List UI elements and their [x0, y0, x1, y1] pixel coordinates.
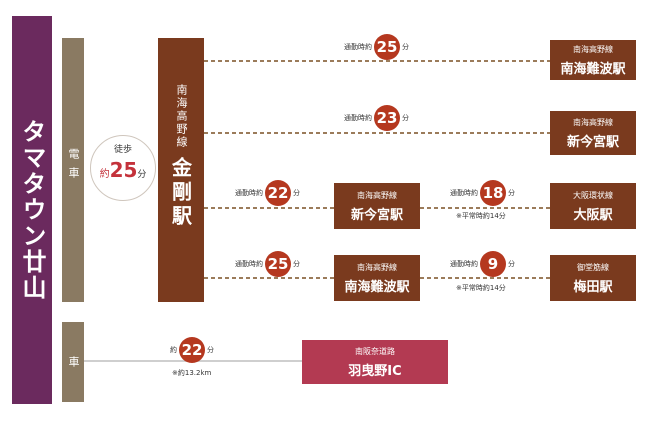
route-line-3a: [204, 207, 334, 209]
ic-box-habikino: 南阪奈道路 羽曳野IC: [302, 340, 448, 384]
time-circle: 25: [265, 251, 291, 277]
time-prefix: 通勤時約: [235, 260, 263, 268]
station-line: 南海高野線: [573, 44, 613, 54]
station-line: 御堂筋線: [577, 262, 609, 272]
route-time-4a: 通勤時約 25 分: [235, 251, 300, 277]
time-prefix: 通勤時約: [344, 43, 372, 51]
station-box-umeda: 御堂筋線 梅田駅: [550, 255, 636, 301]
time-unit: 分: [293, 189, 300, 197]
route-time-4b: 通勤時約 9 分: [450, 251, 515, 277]
time-unit: 分: [207, 346, 214, 354]
time-circle: 22: [179, 337, 205, 363]
station-box-shinimamiya-mid: 南海高野線 新今宮駅: [334, 183, 420, 229]
walk-unit: 分: [137, 170, 147, 180]
walk-prefix: 約: [99, 169, 110, 180]
time-prefix: 約: [170, 346, 177, 354]
time-circle: 18: [480, 180, 506, 206]
route-note-3: ※平常時約14分: [456, 212, 506, 220]
origin-station-block: タマタウン廿山: [12, 16, 52, 404]
route-time-1: 通勤時約 25 分: [344, 34, 409, 60]
time-unit: 分: [402, 43, 409, 51]
hub-station-name: 金剛駅: [168, 157, 193, 229]
time-prefix: 通勤時約: [450, 260, 478, 268]
station-line: 南海高野線: [357, 262, 397, 272]
station-name: 新今宮駅: [566, 134, 619, 150]
station-line: 大阪環状線: [573, 190, 613, 200]
road-name: 南阪奈道路: [355, 346, 395, 356]
station-box-namba-mid: 南海高野線 南海難波駅: [334, 255, 420, 301]
route-line-4b: [420, 277, 550, 279]
time-circle: 23: [374, 105, 400, 131]
time-unit: 分: [508, 260, 515, 268]
station-name: 梅田駅: [573, 279, 613, 295]
hub-line-name: 南海高野線: [175, 84, 188, 149]
station-line: 南海高野線: [573, 117, 613, 127]
station-name: 大阪駅: [573, 207, 613, 223]
train-mode-label: 電車: [67, 148, 80, 186]
car-distance-note: ※約13.2km: [172, 369, 212, 377]
route-line-4a: [204, 277, 334, 279]
station-name: 南海難波駅: [344, 279, 410, 295]
route-time-2: 通勤時約 23 分: [344, 105, 409, 131]
route-time-3b: 通勤時約 18 分: [450, 180, 515, 206]
time-circle: 25: [374, 34, 400, 60]
time-circle: 22: [265, 180, 291, 206]
origin-name: タマタウン廿山: [18, 119, 46, 301]
route-note-4: ※平常時約14分: [456, 284, 506, 292]
walk-time: 約25分: [90, 158, 156, 182]
time-circle: 9: [480, 251, 506, 277]
route-time-3a: 通勤時約 22 分: [235, 180, 300, 206]
time-prefix: 通勤時約: [235, 189, 263, 197]
hub-station-block: 南海高野線 金剛駅: [158, 38, 204, 302]
time-unit: 分: [402, 114, 409, 122]
walk-label: 徒歩: [113, 145, 132, 155]
station-box-namba: 南海高野線 南海難波駅: [550, 40, 636, 80]
station-box-shinimamiya: 南海高野線 新今宮駅: [550, 111, 636, 155]
car-time: 約 22 分: [170, 337, 214, 363]
time-unit: 分: [508, 189, 515, 197]
station-name: 南海難波駅: [560, 61, 626, 77]
route-line-2: [204, 132, 550, 134]
walk-minutes: 25: [109, 158, 138, 182]
station-line: 南海高野線: [357, 190, 397, 200]
walk-time-circle: [90, 135, 156, 201]
route-line-1: [204, 60, 550, 62]
time-prefix: 通勤時約: [344, 114, 372, 122]
time-unit: 分: [293, 260, 300, 268]
train-mode-bar: 電車: [62, 38, 84, 302]
time-prefix: 通勤時約: [450, 189, 478, 197]
ic-name: 羽曳野IC: [348, 363, 402, 379]
car-mode-bar: 車: [62, 322, 84, 402]
car-mode-label: 車: [67, 356, 80, 375]
station-name: 新今宮駅: [350, 207, 403, 223]
route-line-3b: [420, 207, 550, 209]
station-box-osaka: 大阪環状線 大阪駅: [550, 183, 636, 229]
